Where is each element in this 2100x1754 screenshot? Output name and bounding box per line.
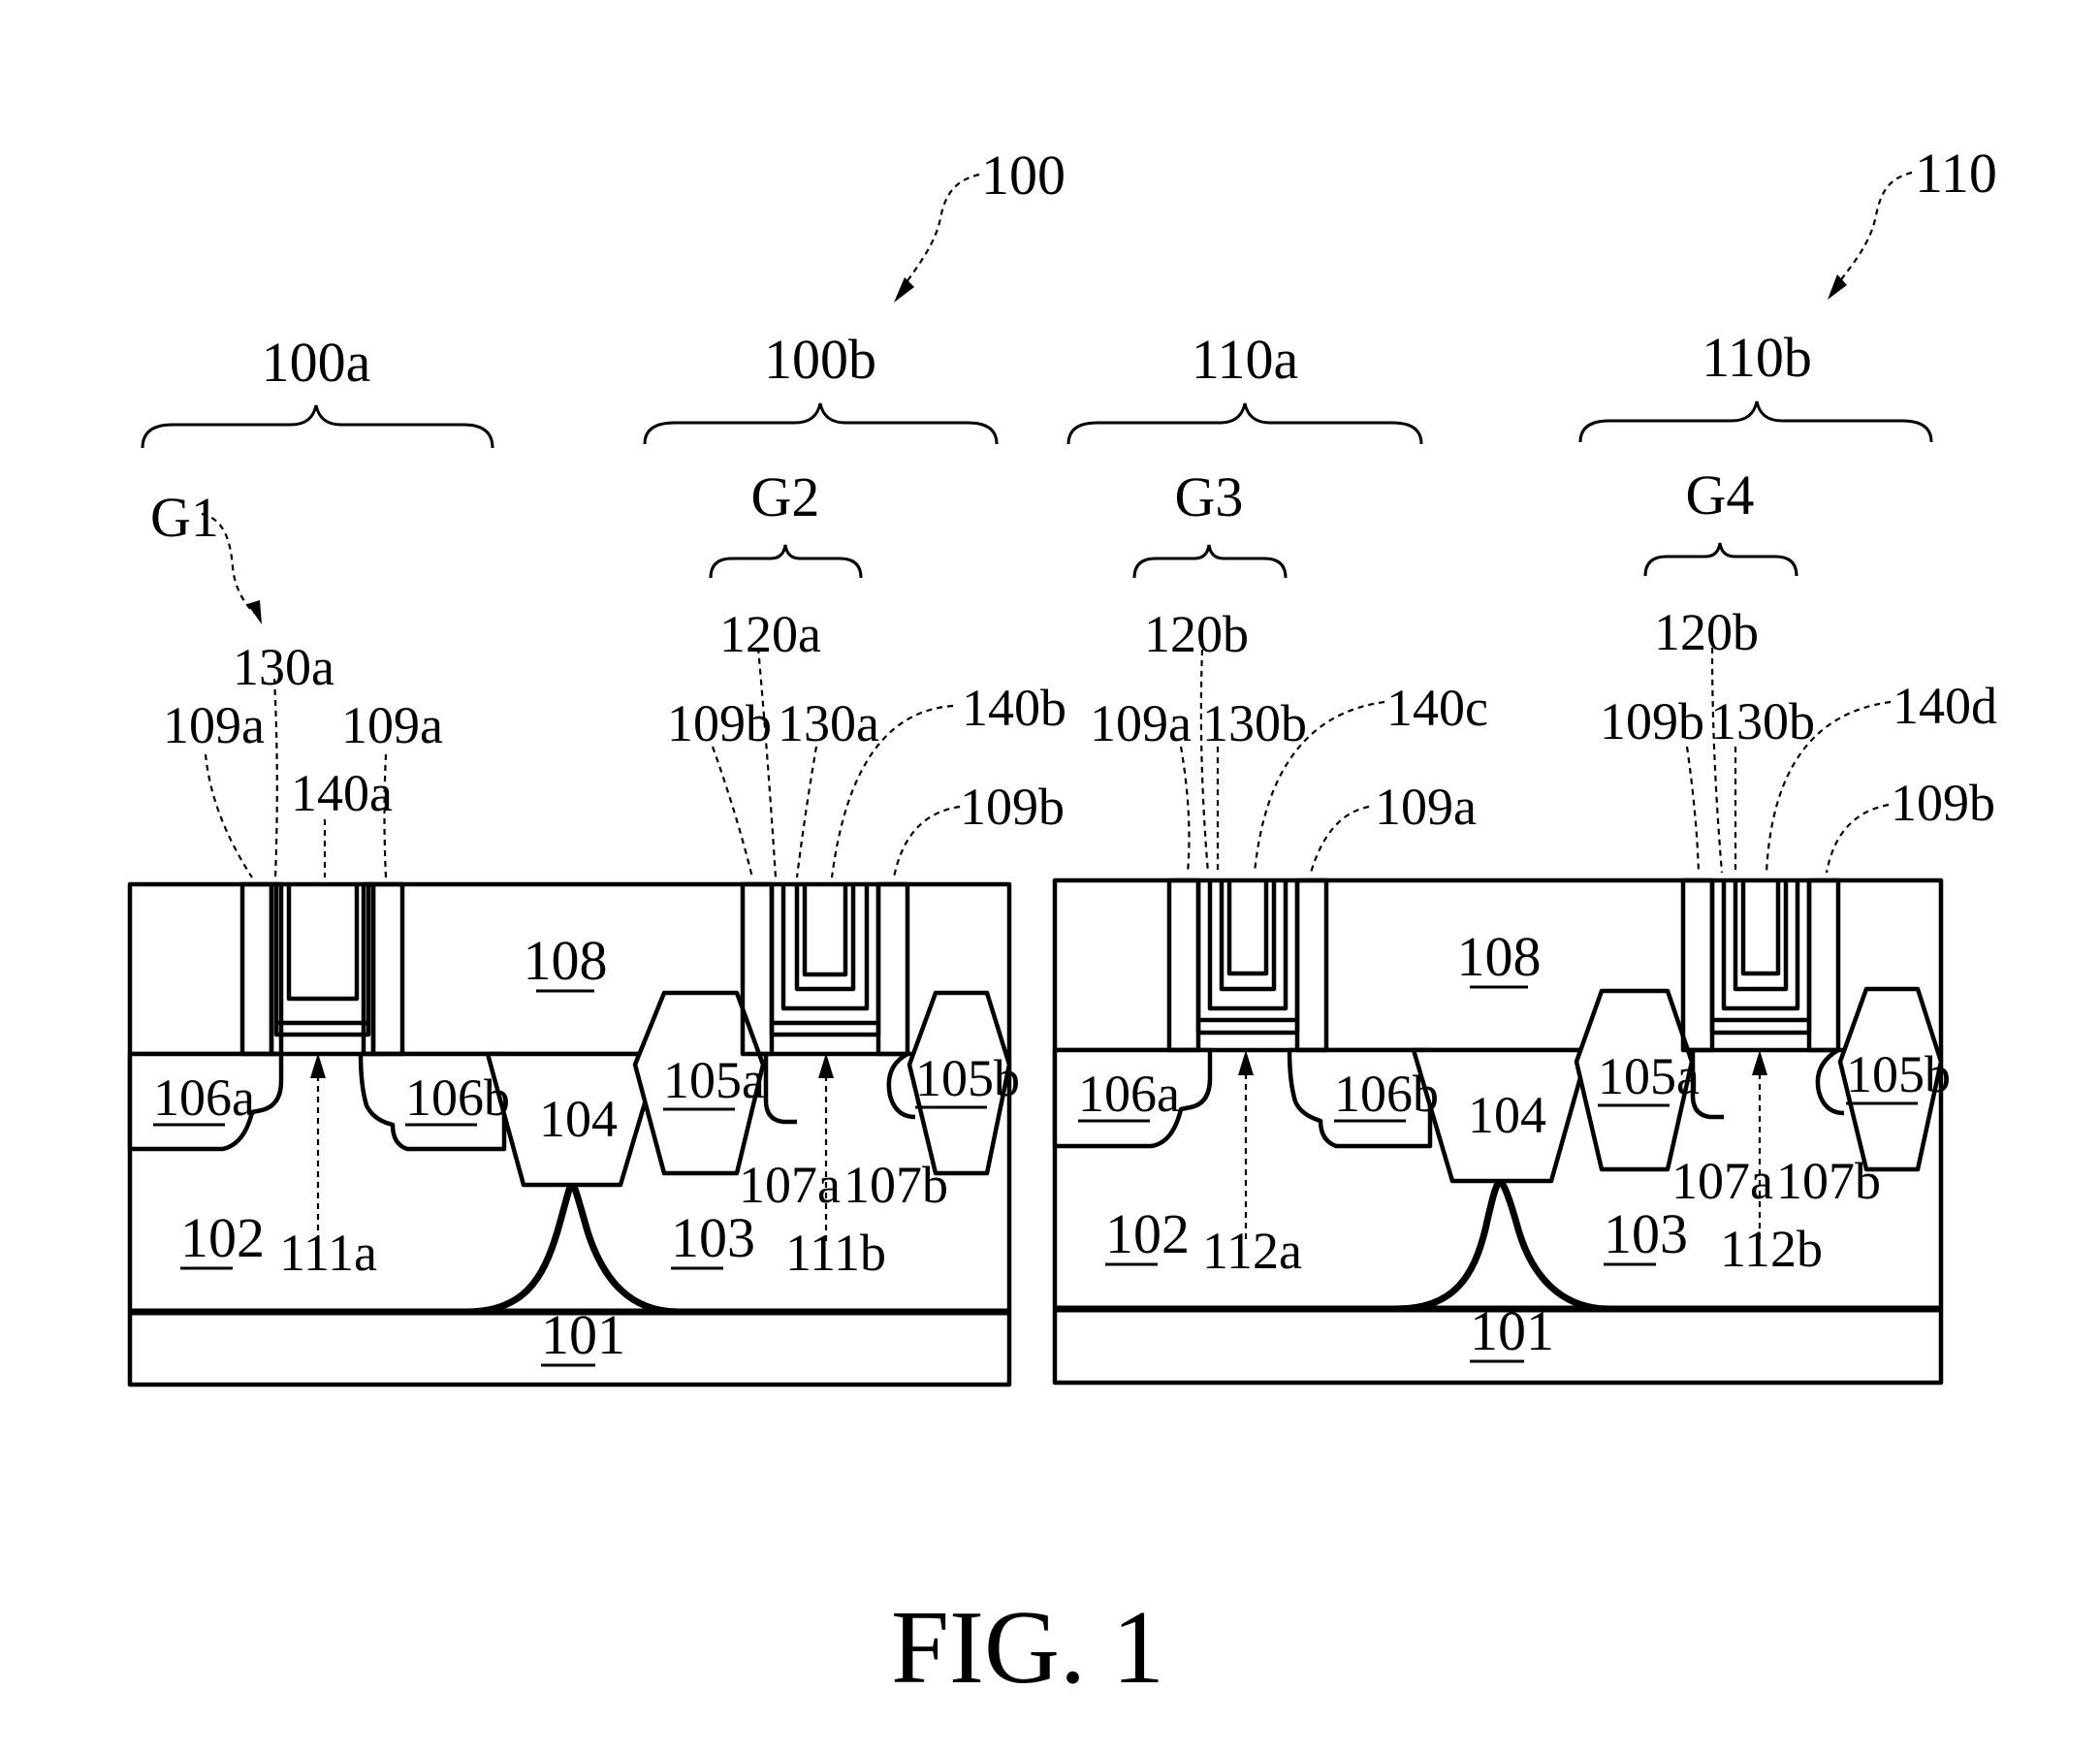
gate-g1-pointer: G1 — [150, 486, 262, 624]
label-108-r: 108 — [1457, 925, 1542, 988]
g1-metal-140a — [289, 884, 357, 999]
arrowhead-icon — [247, 600, 262, 624]
g3-spacer-left-outer — [1169, 880, 1198, 1050]
right-cross-section: 120b 109a 130b 140c 109a 120b 109b 130b … — [1055, 603, 1997, 1383]
region-brace-110b: 110b — [1580, 326, 1931, 442]
label-100a: 100a — [262, 331, 371, 394]
label-105a-r: 105a — [1598, 1047, 1700, 1105]
label-130a-g1: 130a — [233, 638, 334, 696]
g2-core — [805, 884, 845, 974]
label-105b: 105b — [915, 1049, 1020, 1107]
device-110-pointer: 110 — [1828, 142, 1997, 300]
gate-g4-brace: G4 — [1645, 463, 1797, 576]
label-g2: G2 — [751, 465, 820, 528]
arrowhead-icon — [818, 1053, 834, 1078]
label-109a-g3: 109a — [1090, 694, 1192, 752]
label-120b-g3: 120b — [1144, 605, 1249, 663]
g1-spacer-right-outer — [373, 884, 402, 1054]
arrowhead-icon — [894, 277, 914, 303]
left-region-107a — [766, 1054, 797, 1122]
label-110: 110 — [1915, 142, 1997, 205]
label-107b: 107b — [843, 1156, 948, 1214]
g2-spacer-right-outer — [878, 884, 907, 1054]
label-101-r: 101 — [1470, 1299, 1554, 1362]
g4-spacer-left-outer — [1683, 880, 1712, 1050]
label-109b-right: 109b — [960, 778, 1065, 836]
label-107a: 107a — [739, 1156, 841, 1214]
label-112a: 112a — [1202, 1222, 1302, 1280]
label-109b-g2: 109b — [667, 694, 772, 752]
label-110a: 110a — [1192, 328, 1299, 391]
label-140c: 140c — [1386, 679, 1488, 737]
figure-caption: FIG. 1 — [891, 1590, 1164, 1706]
region-brace-100a: 100a — [143, 331, 493, 448]
left-cross-section: 130a 109a 109a 140a 120a 109b 130a 140b … — [130, 605, 1066, 1385]
label-140d: 140d — [1893, 677, 1997, 735]
label-100: 100 — [981, 144, 1066, 207]
label-101: 101 — [541, 1303, 625, 1366]
label-106b: 106b — [405, 1068, 510, 1127]
g2-liner — [772, 884, 878, 1035]
arrowhead-icon — [1752, 1050, 1767, 1075]
label-106a-r: 106a — [1078, 1065, 1180, 1123]
label-110b: 110b — [1702, 326, 1812, 389]
label-111b: 111b — [785, 1224, 886, 1282]
device-100-pointer: 100 — [894, 144, 1066, 303]
label-g4: G4 — [1686, 463, 1755, 526]
gate-g2-brace: G2 — [711, 465, 861, 578]
label-111a: 111a — [279, 1224, 377, 1282]
label-103: 103 — [671, 1206, 755, 1269]
label-140a: 140a — [291, 764, 393, 822]
g4-spacer-right-outer — [1809, 880, 1838, 1050]
label-112b: 112b — [1720, 1220, 1823, 1278]
region-brace-110a: 110a — [1068, 328, 1421, 444]
label-103-r: 103 — [1604, 1202, 1688, 1265]
gate-g3-brace: G3 — [1134, 465, 1286, 578]
label-107b-r: 107b — [1776, 1152, 1881, 1210]
label-106a: 106a — [153, 1068, 255, 1127]
g3-core — [1229, 880, 1266, 973]
label-106b-r: 106b — [1334, 1065, 1439, 1123]
label-102-r: 102 — [1105, 1202, 1190, 1265]
label-120a: 120a — [719, 605, 821, 663]
label-105b-r: 105b — [1846, 1045, 1951, 1103]
label-130a-g2: 130a — [778, 694, 879, 752]
label-g1: G1 — [150, 486, 219, 549]
region-brace-100b: 100b — [645, 328, 997, 444]
label-102: 102 — [180, 1206, 265, 1269]
label-109b-right-r: 109b — [1891, 774, 1995, 832]
label-109a-right: 109a — [341, 696, 443, 754]
g1-spacer-left-outer — [242, 884, 271, 1054]
label-107a-r: 107a — [1671, 1152, 1773, 1210]
label-g3: G3 — [1175, 465, 1244, 528]
label-109a-left: 109a — [163, 696, 265, 754]
g3-spacer-right-outer — [1297, 880, 1326, 1050]
label-109a-right-r: 109a — [1375, 778, 1477, 836]
g4-core — [1743, 880, 1778, 973]
label-130b-g3: 130b — [1202, 694, 1307, 752]
label-108: 108 — [524, 929, 608, 992]
label-105a: 105a — [663, 1051, 765, 1109]
label-120b-g4: 120b — [1654, 603, 1759, 661]
arrowhead-icon — [310, 1053, 326, 1078]
label-100b: 100b — [764, 328, 876, 391]
label-104: 104 — [539, 1090, 618, 1148]
label-104-r: 104 — [1468, 1086, 1546, 1144]
arrowhead-icon — [1828, 274, 1847, 300]
label-130b-g4: 130b — [1710, 692, 1815, 750]
label-140b: 140b — [962, 679, 1066, 737]
label-109b-g4: 109b — [1600, 692, 1704, 750]
arrowhead-icon — [1238, 1050, 1254, 1075]
